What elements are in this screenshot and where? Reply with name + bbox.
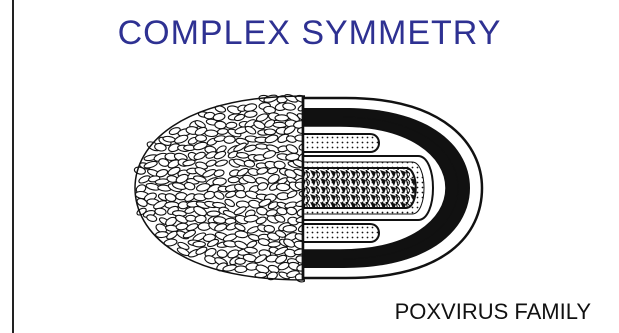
- surface-tubule: [217, 128, 228, 135]
- surface-tubule: [276, 183, 290, 191]
- surface-tubule: [193, 242, 205, 247]
- surface-tubule: [226, 122, 237, 129]
- surface-tubule: [174, 134, 189, 145]
- surface-tubule: [186, 215, 196, 221]
- surface-tubule: [235, 266, 247, 273]
- surface-tubule: [224, 136, 235, 144]
- surface-tubule: [207, 211, 220, 216]
- surface-tubule: [143, 160, 158, 169]
- diagram-caption: POXVIRUS FAMILY: [395, 299, 591, 325]
- slide-title: COMPLEX SYMMETRY: [0, 14, 619, 53]
- surface-tubule: [235, 190, 246, 198]
- surface-tubule: [283, 225, 297, 232]
- surface-tubule: [203, 190, 215, 199]
- surface-tubule: [264, 129, 275, 135]
- poxvirus-diagram: [120, 90, 500, 285]
- surface-tubule: [262, 149, 276, 159]
- surface-tubule: [273, 122, 287, 128]
- surface-tubule: [256, 143, 268, 149]
- surface-tubule: [228, 177, 239, 184]
- surface-tubule: [215, 159, 228, 167]
- poxvirus-svg: [120, 90, 500, 285]
- surface-tubule: [146, 214, 158, 223]
- cross-section: [303, 98, 482, 278]
- surface-tubule: [236, 152, 248, 159]
- surface-tubule: [286, 207, 297, 216]
- surface-tubule: [205, 130, 218, 137]
- surface-tubule: [155, 208, 167, 216]
- surface-tubule: [193, 151, 206, 161]
- surface-tubules: [134, 93, 312, 283]
- surface-tubule: [275, 115, 289, 121]
- surface-tubule: [195, 135, 206, 142]
- surface-tubule: [214, 121, 226, 130]
- surface-tubule: [217, 249, 228, 258]
- surface-tubule: [195, 215, 207, 223]
- surface-tubule: [286, 189, 298, 199]
